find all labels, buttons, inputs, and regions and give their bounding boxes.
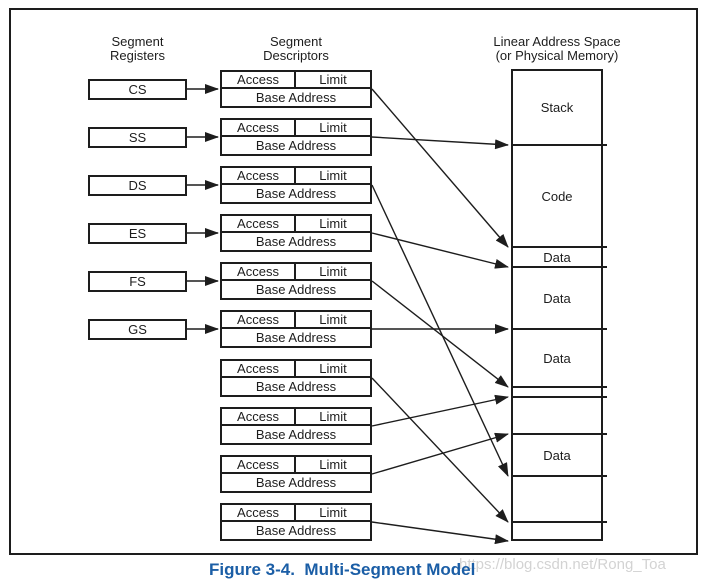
access-cell: Access — [222, 505, 296, 522]
arrow-descriptor-9-to-section-7 — [371, 432, 509, 475]
base-address-cell: Base Address — [255, 138, 337, 153]
arrow-descriptor-5-to-section-5 — [371, 280, 509, 388]
access-cell: Access — [222, 216, 296, 233]
linear-address-space-header-line1: Linear Address Space — [493, 34, 621, 49]
register-box-es: ES — [88, 223, 187, 244]
register-box-ds: DS — [88, 175, 187, 196]
segment-descriptors-header: Segment Descriptors — [220, 35, 372, 63]
memory-section-divider-5 — [511, 386, 607, 388]
memory-section-data-8: Data — [543, 447, 571, 463]
base-address-cell: Base Address — [255, 282, 337, 297]
segment-registers-header-line2: Registers — [110, 48, 165, 63]
base-address-cell: Base Address — [255, 427, 337, 442]
figure-border — [9, 8, 698, 555]
register-box-cs: CS — [88, 79, 187, 100]
limit-cell: Limit — [296, 361, 370, 378]
arrow-descriptor-7-to-section-9 — [371, 377, 509, 523]
segment-registers-header-line1: Segment — [111, 34, 164, 49]
arrow-descriptor-4-to-section-3 — [371, 232, 509, 269]
memory-section-data-4: Data — [543, 290, 571, 306]
base-address-cell: Base Address — [255, 475, 337, 490]
limit-cell: Limit — [296, 264, 370, 281]
base-address-cell: Base Address — [255, 379, 337, 394]
memory-section-divider-6 — [511, 396, 607, 398]
limit-cell: Limit — [296, 312, 370, 329]
memory-section-divider-9 — [511, 521, 607, 523]
figure-caption: Figure 3-4. Multi-Segment Model — [209, 560, 476, 579]
register-box-fs: FS — [88, 271, 187, 292]
register-box-gs: GS — [88, 319, 187, 340]
access-cell: Access — [222, 264, 296, 281]
limit-cell: Limit — [296, 457, 370, 474]
memory-section-data-3: Data — [543, 249, 571, 265]
access-cell: Access — [222, 168, 296, 185]
arrow-descriptor-10-to-section-10 — [371, 521, 509, 545]
memory-section-divider-1 — [511, 144, 607, 146]
linear-address-space-header-line2: (or Physical Memory) — [495, 48, 619, 63]
memory-section-empty-9 — [511, 476, 603, 522]
limit-cell: Limit — [296, 409, 370, 426]
access-cell: Access — [222, 457, 296, 474]
base-address-cell: Base Address — [255, 330, 337, 345]
memory-section-divider-4 — [511, 328, 607, 330]
linear-address-space-header: Linear Address Space (or Physical Memory… — [460, 35, 654, 63]
limit-cell: Limit — [296, 120, 370, 137]
arrow-descriptor-3-to-section-8 — [371, 184, 509, 477]
memory-section-empty-10 — [511, 522, 603, 541]
access-cell: Access — [222, 72, 296, 89]
arrow-descriptor-8-to-section-6 — [371, 394, 509, 427]
access-cell: Access — [222, 361, 296, 378]
memory-section-data-5: Data — [543, 350, 571, 366]
access-cell: Access — [222, 120, 296, 137]
base-address-cell: Base Address — [255, 90, 337, 105]
watermark: https://blog.csdn.net/Rong_Toa — [459, 556, 666, 573]
base-address-cell: Base Address — [255, 186, 337, 201]
memory-section-empty-7 — [511, 397, 603, 434]
base-address-cell: Base Address — [255, 234, 337, 249]
memory-section-divider-3 — [511, 266, 607, 268]
memory-section-divider-8 — [511, 475, 607, 477]
memory-section-divider-2 — [511, 246, 607, 248]
memory-section-empty-6 — [511, 387, 603, 397]
limit-cell: Limit — [296, 505, 370, 522]
limit-cell: Limit — [296, 216, 370, 233]
memory-section-divider-7 — [511, 433, 607, 435]
access-cell: Access — [222, 409, 296, 426]
limit-cell: Limit — [296, 168, 370, 185]
register-box-ss: SS — [88, 127, 187, 148]
memory-box — [511, 69, 603, 541]
arrow-descriptor-2-to-section-1 — [371, 136, 509, 150]
arrow-descriptor-1-to-section-2 — [371, 88, 509, 248]
access-cell: Access — [222, 312, 296, 329]
segment-descriptors-header-line1: Segment — [269, 34, 323, 49]
segment-registers-header: Segment Registers — [88, 35, 187, 63]
memory-section-code-2: Code — [541, 188, 573, 204]
segment-descriptors-header-line2: Descriptors — [263, 48, 329, 63]
base-address-cell: Base Address — [255, 523, 337, 538]
memory-section-stack-1: Stack — [540, 99, 574, 115]
limit-cell: Limit — [296, 72, 370, 89]
